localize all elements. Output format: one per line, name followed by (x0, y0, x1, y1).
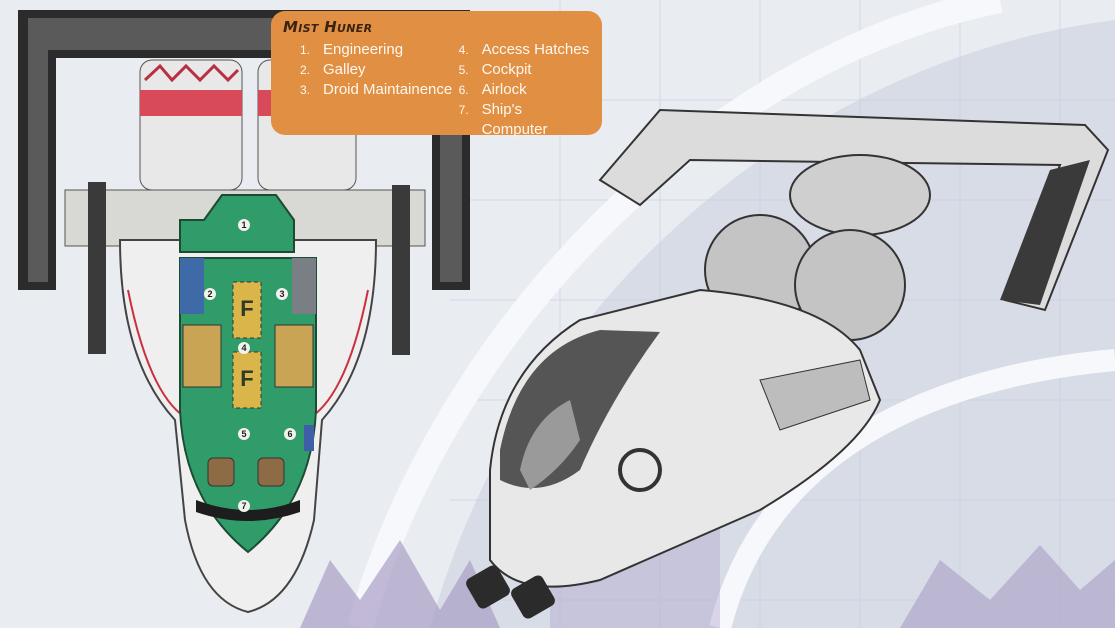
legend-item: 7.Ship's Computer (458, 101, 548, 138)
access-hatch-lower (232, 351, 262, 409)
marker-ships-computer: 7 (238, 500, 250, 512)
fuel-label-lower: F (240, 366, 254, 391)
legend-item: 3.Droid Maintainence (300, 81, 453, 98)
marker-galley: 2 (204, 288, 216, 300)
legend-column-left: 1.Engineering 2.Galley 3.Droid Maintaine… (283, 40, 459, 140)
access-hatch-upper (232, 281, 262, 339)
legend-box: Mist Huner 1.Engineering 2.Galley 3.Droi… (271, 11, 602, 138)
deck-floor (179, 194, 295, 253)
marker-cockpit: 5 (238, 428, 250, 440)
marker-droid-maintenance: 3 (276, 288, 288, 300)
marker-airlock: 6 (284, 428, 296, 440)
legend-title: Mist Huner (283, 18, 373, 36)
ship-wing (598, 108, 1110, 312)
marker-engineering: 1 (238, 219, 250, 231)
fuel-label-upper: F (240, 296, 254, 321)
legend-item: 5.Cockpit (458, 61, 532, 78)
legend-column-right: 4.Access Hatches 5.Cockpit 6.Airlock 7.S… (459, 40, 590, 140)
legend-item: 4.Access Hatches (458, 41, 590, 58)
ship-render (466, 108, 1110, 619)
legend-item: 6.Airlock (458, 81, 527, 98)
legend-item: 1.Engineering (300, 41, 404, 58)
engine-left (139, 59, 243, 191)
legend-item: 2.Galley (300, 61, 366, 78)
marker-access-hatches: 4 (238, 342, 250, 354)
